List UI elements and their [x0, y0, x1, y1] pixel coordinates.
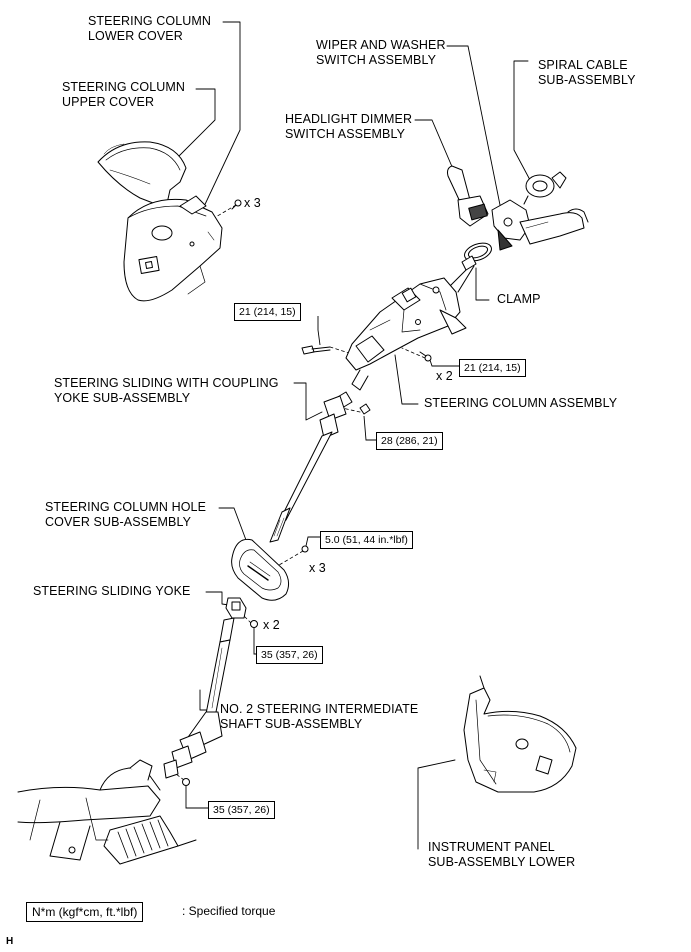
count-upper-cover-screws: x 3 [244, 196, 261, 210]
steering-gear-drawing [17, 759, 197, 865]
count-column-bolts: x 2 [436, 369, 453, 383]
count-yoke-bolts: x 2 [263, 618, 280, 632]
hole-cover-nut [301, 545, 309, 553]
gear-bolt [182, 778, 190, 786]
upper-cover-drawing [97, 141, 187, 209]
label-upper-cover: STEERING COLUMN UPPER COVER [62, 80, 186, 109]
corner-mark: H [6, 936, 14, 947]
torque-column-left: 21 (214, 15) [234, 303, 301, 321]
column-bolt-right [419, 351, 432, 362]
hole-cover-drawing [231, 538, 290, 601]
torque-coupling: 28 (286, 21) [376, 432, 443, 450]
legend-torque-text: : Specified torque [182, 904, 276, 918]
label-clamp: CLAMP [497, 292, 541, 306]
yoke-bolt [250, 620, 258, 628]
label-column-assembly: STEERING COLUMN ASSEMBLY [424, 396, 618, 410]
label-lower-cover: STEERING COLUMN LOWER COVER [88, 14, 212, 43]
label-intermediate-shaft: NO. 2 STEERING INTERMEDIATE SHAFT SUB-AS… [220, 702, 419, 731]
label-wiper-switch: WIPER AND WASHER SWITCH ASSEMBLY [316, 38, 446, 67]
column-assembly-drawing [345, 255, 477, 391]
headlight-switch-drawing [447, 165, 489, 227]
count-hole-cover-nuts: x 3 [309, 561, 326, 575]
torque-hole-cover: 5.0 (51, 44 in.*lbf) [320, 531, 413, 549]
torque-sliding-yoke: 35 (357, 26) [256, 646, 323, 664]
clamp-drawing [464, 242, 492, 262]
label-instrument-panel-lower: INSTRUMENT PANEL SUB-ASSEMBLY LOWER [428, 840, 576, 869]
label-sliding-coupling: STEERING SLIDING WITH COUPLING YOKE SUB-… [54, 376, 279, 405]
label-headlight-switch: HEADLIGHT DIMMER SWITCH ASSEMBLY [285, 112, 413, 141]
instrument-panel-lower-drawing [463, 675, 577, 793]
spiral-cable-drawing [523, 171, 567, 205]
legend-torque-box: N*m (kgf*cm, ft.*lbf) [26, 902, 144, 922]
label-spiral-cable: SPIRAL CABLE SUB-ASSEMBLY [538, 58, 636, 87]
lower-cover-drawing [123, 195, 223, 302]
sliding-coupling-drawing [269, 391, 353, 543]
torque-gear: 35 (357, 26) [208, 801, 275, 819]
wiper-switch-drawing [491, 199, 589, 251]
coupling-bolt [359, 403, 371, 415]
upper-cover-screw [231, 199, 242, 210]
intermediate-shaft-drawing [163, 617, 235, 779]
label-hole-cover: STEERING COLUMN HOLE COVER SUB-ASSEMBLY [45, 500, 207, 529]
column-bolt-left [301, 345, 331, 355]
sliding-yoke-drawing [225, 597, 247, 619]
label-sliding-yoke: STEERING SLIDING YOKE [33, 584, 191, 598]
torque-column-right: 21 (214, 15) [459, 359, 526, 377]
